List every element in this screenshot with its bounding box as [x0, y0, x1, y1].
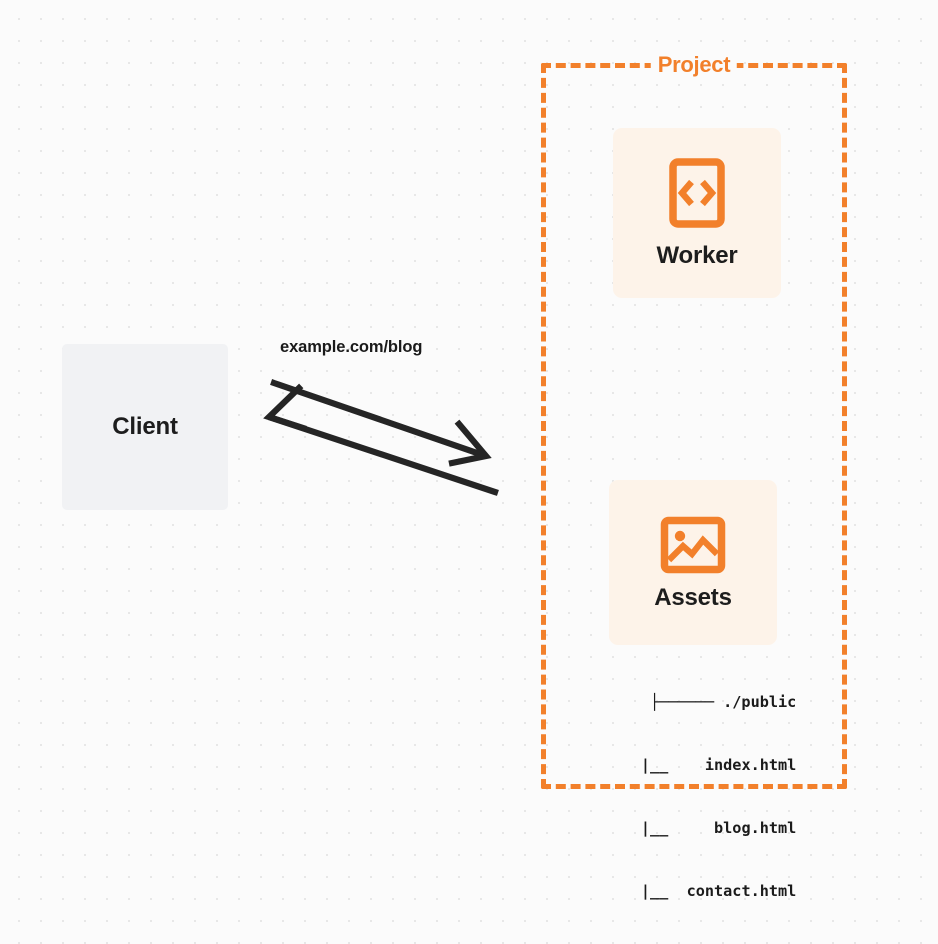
- tree-row: ├────── ./public: [650, 693, 797, 711]
- connector-url-label: example.com/blog: [280, 338, 423, 356]
- diagram-canvas: Client example.com/blog Project Worker: [62, 53, 847, 900]
- project-title: Project: [650, 54, 738, 76]
- worker-label: Worker: [656, 242, 738, 269]
- client-label: Client: [112, 413, 178, 440]
- client-node[interactable]: Client: [62, 344, 228, 510]
- tree-row: |__ contact.html: [586, 882, 797, 900]
- project-container: Project: [541, 54, 847, 789]
- assets-label: Assets: [654, 583, 732, 611]
- assets-card[interactable]: Assets: [609, 480, 777, 645]
- image-icon: [660, 516, 726, 573]
- code-brackets-icon: [669, 158, 725, 228]
- tree-row: |__ index.html: [586, 756, 797, 774]
- assets-file-tree: ├────── ./public |__ index.html |__ blog…: [586, 650, 796, 944]
- response-arrow-icon: [263, 383, 499, 496]
- tree-row: |__ blog.html: [586, 819, 797, 837]
- worker-card[interactable]: Worker: [613, 128, 781, 298]
- request-arrow-icon: [270, 379, 492, 467]
